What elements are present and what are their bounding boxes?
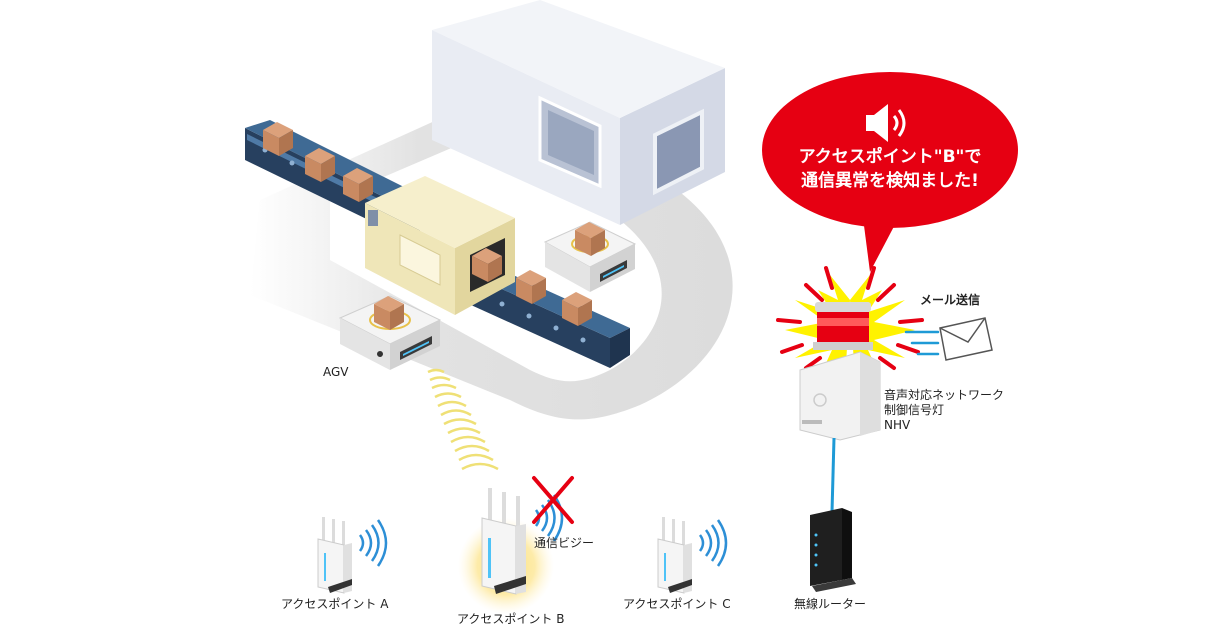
access-point-a-label: アクセスポイント A — [281, 597, 389, 611]
blocked-x-icon — [532, 476, 574, 524]
mail-label: メール送信 — [920, 293, 981, 307]
agv-right — [543, 221, 637, 292]
access-point-a — [317, 517, 388, 594]
agv-signal-waves — [427, 368, 499, 471]
access-point-b-label: アクセスポイント B — [457, 612, 565, 626]
busy-label: 通信ビジー — [534, 536, 595, 550]
agv-left — [338, 295, 442, 370]
envelope-icon — [904, 317, 993, 361]
alert-line-2: 通信異常を検知ました! — [801, 171, 979, 191]
access-point-b — [458, 488, 564, 614]
nhv-label-line-1: 音声対応ネットワーク — [884, 388, 1005, 402]
nhv-label-line-3: NHV — [884, 418, 911, 432]
alert-line-1: アクセスポイント"B"で — [798, 147, 982, 167]
access-point-c — [657, 517, 728, 594]
alert-bubble — [762, 72, 1018, 272]
nhv-label-line-2: 制御信号灯 — [884, 403, 945, 417]
boxes — [263, 122, 592, 326]
wireless-router — [810, 508, 856, 592]
router-label: 無線ルーター — [794, 597, 867, 611]
access-point-c-label: アクセスポイント C — [623, 597, 731, 611]
nhv-signal-tower — [799, 302, 881, 441]
speaker-icon — [866, 104, 906, 142]
building — [432, 0, 725, 225]
agv-label: AGV — [323, 365, 349, 379]
network-cable — [830, 437, 836, 513]
